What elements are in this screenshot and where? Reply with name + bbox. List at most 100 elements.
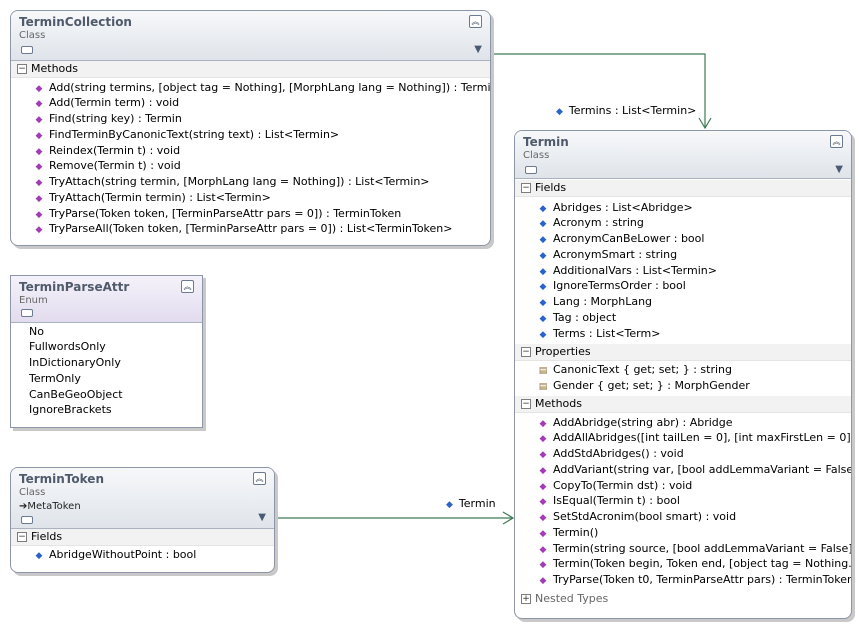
field-row[interactable]: ◆Tag : object [535, 310, 617, 325]
chevron-up-icon[interactable]: ︽ [469, 15, 482, 28]
method-row[interactable]: ◆AddStdAbridges() : void [535, 446, 684, 461]
field-row[interactable]: ◆AdditionalVars : List<Termin> [535, 263, 717, 278]
enum-value[interactable]: No [29, 325, 44, 338]
method-row[interactable]: ◆Add(string termins, [object tag = Nothi… [31, 80, 490, 95]
field-icon: ◆ [446, 500, 453, 510]
method-row[interactable]: ◆SetStdAcronim(bool smart) : void [535, 509, 737, 524]
class-box-termin-collection[interactable]: TerminCollection Class ︽ ▼ − Methods ◆Ad… [10, 10, 491, 246]
method-row[interactable]: ◆FindTerminByCanonicText(string text) : … [31, 127, 340, 142]
enum-value[interactable]: CanBeGeoObject [29, 388, 123, 401]
method-row[interactable]: ◆Remove(Termin t) : void [31, 158, 181, 173]
property-icon: ▤ [538, 366, 548, 376]
toggle-icon[interactable] [525, 166, 537, 174]
field-icon: ◆ [539, 219, 547, 229]
method-icon: ◆ [35, 225, 43, 235]
collapse-icon[interactable]: − [17, 532, 27, 542]
field-row[interactable]: ◆AcronymSmart : string [535, 247, 678, 262]
method-row[interactable]: ◆Termin(string source, [bool addLemmaVar… [535, 541, 851, 556]
method-icon: ◆ [35, 99, 43, 109]
method-row[interactable]: ◆TryAttach(Termin termin) : List<Termin> [31, 190, 271, 205]
field-icon: ◆ [539, 282, 547, 292]
method-row[interactable]: ◆TryAttach(string termin, [MorphLang lan… [31, 174, 430, 189]
field-icon: ◆ [539, 267, 547, 277]
expand-icon[interactable]: + [521, 594, 531, 604]
section-methods[interactable]: − Methods [11, 61, 490, 78]
method-row[interactable]: ◆AddVariant(string var, [bool addLemmaVa… [535, 462, 851, 477]
method-row[interactable]: ◆CopyTo(Termin dst) : void [535, 478, 693, 493]
field-row[interactable]: ◆Lang : MorphLang [535, 294, 653, 309]
association-arrowhead [502, 511, 515, 525]
method-row[interactable]: ◆Find(string key) : Termin [31, 111, 182, 126]
association-arrowhead [698, 117, 712, 130]
class-box-termin[interactable]: Termin Class ︽ ▼ − Fields ◆Abridges : Li… [514, 130, 852, 619]
toggle-icon[interactable] [21, 309, 33, 317]
enum-title: TerminParseAttr [19, 280, 130, 294]
method-icon: ◆ [539, 545, 547, 555]
field-row[interactable]: ◆Terms : List<Term> [535, 326, 661, 341]
method-row[interactable]: ◆AddAbridge(string abr) : Abridge [535, 415, 733, 430]
method-row[interactable]: ◆Reindex(Termin t) : void [31, 143, 181, 158]
method-row[interactable]: ◆TryParseAll(Token token, [TerminParseAt… [31, 221, 453, 236]
method-icon: ◆ [539, 529, 547, 539]
field-icon: ◆ [539, 251, 547, 261]
chevron-up-icon[interactable]: ︽ [830, 135, 843, 148]
method-row[interactable]: ◆Termin(Token begin, Token end, [object … [535, 556, 851, 571]
field-icon: ◆ [539, 314, 547, 324]
method-icon: ◆ [35, 210, 43, 220]
field-row[interactable]: ◆IgnoreTermsOrder : bool [535, 278, 686, 293]
toggle-icon[interactable] [21, 516, 33, 524]
section-methods[interactable]: − Methods [515, 396, 851, 413]
method-row[interactable]: ◆Add(Termin term) : void [31, 95, 180, 110]
class-box-termin-token[interactable]: TerminToken Class ➔MetaToken ︽ ▼ − Field… [10, 467, 275, 573]
enum-box-termin-parse-attr[interactable]: TerminParseAttr Enum ︽ No FullwordsOnly … [10, 275, 203, 428]
section-properties[interactable]: − Properties [515, 344, 851, 361]
association-label-termins: ◆Termins : List<Termin> [556, 104, 697, 117]
section-fields[interactable]: − Fields [11, 529, 274, 546]
filter-icon[interactable]: ▼ [835, 164, 843, 175]
property-row[interactable]: ▤CanonicText { get; set; } : string [535, 362, 732, 377]
method-row[interactable]: ◆TryParse(Token t0, TerminParseAttr pars… [535, 572, 851, 587]
field-row[interactable]: ◆Acronym : string [535, 215, 644, 230]
section-nested-types[interactable]: + Nested Types [515, 591, 851, 607]
enum-value[interactable]: TermOnly [29, 372, 81, 385]
field-icon: ◆ [539, 204, 547, 214]
enum-value[interactable]: FullwordsOnly [29, 340, 106, 353]
collapse-icon[interactable]: − [521, 399, 531, 409]
enum-stereotype: Enum [19, 295, 48, 306]
chevron-up-icon[interactable]: ︽ [181, 280, 194, 293]
class-stereotype: Class [19, 487, 46, 498]
chevron-up-icon[interactable]: ︽ [253, 472, 266, 485]
filter-icon[interactable]: ▼ [258, 512, 266, 523]
association-label-termin: ◆Termin [446, 497, 496, 510]
class-title: Termin [523, 135, 569, 149]
field-icon: ◆ [556, 107, 563, 117]
field-row[interactable]: ◆Abridges : List<Abridge> [535, 200, 693, 215]
filter-icon[interactable]: ▼ [474, 44, 482, 55]
toggle-icon[interactable] [21, 46, 33, 54]
property-row[interactable]: ▤Gender { get; set; } : MorphGender [535, 378, 750, 393]
method-icon: ◆ [539, 482, 547, 492]
field-row[interactable]: ◆AbridgeWithoutPoint : bool [31, 547, 197, 562]
method-icon: ◆ [35, 162, 43, 172]
class-header: TerminCollection Class ︽ ▼ [11, 11, 490, 61]
association-collection-termin [490, 53, 706, 128]
enum-value[interactable]: IgnoreBrackets [29, 403, 112, 416]
collapse-icon[interactable]: − [17, 64, 27, 74]
method-row[interactable]: ◆Termin() [535, 525, 599, 540]
field-row[interactable]: ◆AcronymCanBeLower : bool [535, 231, 705, 246]
method-icon: ◆ [539, 576, 547, 586]
section-fields[interactable]: − Fields [515, 180, 851, 197]
collapse-icon[interactable]: − [521, 347, 531, 357]
method-row[interactable]: ◆TryParse(Token token, [TerminParseAttr … [31, 206, 402, 221]
method-icon: ◆ [35, 131, 43, 141]
field-icon: ◆ [35, 551, 43, 561]
class-stereotype: Class [523, 150, 550, 161]
method-row[interactable]: ◆AddAllAbridges([int tailLen = 0], [int … [535, 430, 851, 445]
enum-value[interactable]: InDictionaryOnly [29, 356, 121, 369]
field-icon: ◆ [539, 235, 547, 245]
method-icon: ◆ [35, 147, 43, 157]
class-title: TerminCollection [19, 15, 132, 29]
method-row[interactable]: ◆IsEqual(Termin t) : bool [535, 493, 680, 508]
collapse-icon[interactable]: − [521, 183, 531, 193]
